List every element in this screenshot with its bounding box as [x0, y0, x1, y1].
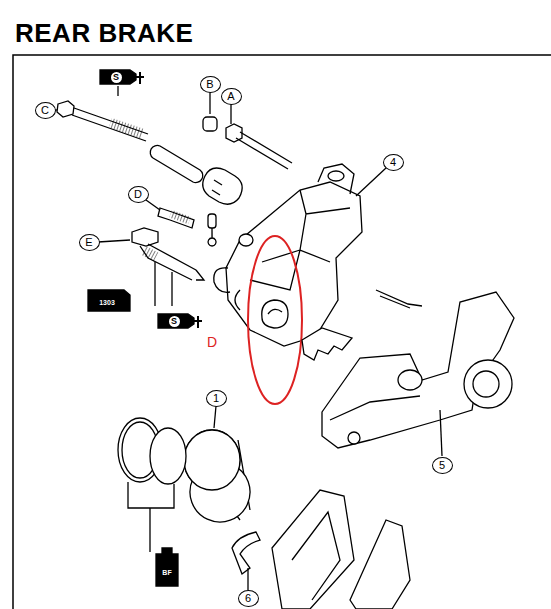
brake-fluid-icon	[156, 548, 178, 586]
highlight-ring	[248, 236, 302, 404]
brake-fluid-code: BF	[161, 568, 172, 577]
page-title: REAR BRAKE	[15, 18, 193, 49]
callout-number: 1	[206, 390, 227, 407]
caliper-body	[214, 164, 386, 346]
threadlock-icon	[88, 290, 130, 311]
pad-spring	[376, 290, 422, 308]
grease-icon	[100, 70, 144, 96]
callout-letter: D	[128, 186, 149, 203]
brake-pad	[350, 520, 410, 609]
bolt-c	[53, 101, 148, 141]
pad-shim	[232, 532, 260, 574]
caliper-bracket	[322, 292, 514, 456]
piston-seal	[150, 428, 186, 484]
pin-a	[226, 104, 292, 169]
annotation-letter: D	[207, 334, 217, 350]
retainer-clip	[302, 328, 352, 360]
callout-number: 4	[383, 154, 404, 171]
piston	[182, 406, 259, 530]
grease-icon	[158, 314, 202, 328]
callout-number: 5	[432, 457, 453, 474]
brake-pad	[272, 490, 354, 609]
callout-letter: B	[200, 76, 221, 93]
sleeve	[150, 145, 203, 182]
callout-number: 6	[238, 590, 259, 607]
bracket-lines	[128, 482, 174, 552]
callout-letter: C	[35, 102, 56, 119]
callout-letter: E	[79, 234, 100, 251]
threadlock-code: 1303	[98, 298, 116, 307]
grease-symbol: S	[111, 72, 122, 83]
grease-symbol: S	[169, 316, 180, 327]
callout-letter: A	[221, 88, 242, 105]
grommet	[262, 300, 288, 328]
pin-boot-b	[203, 92, 217, 131]
boot	[203, 168, 242, 204]
